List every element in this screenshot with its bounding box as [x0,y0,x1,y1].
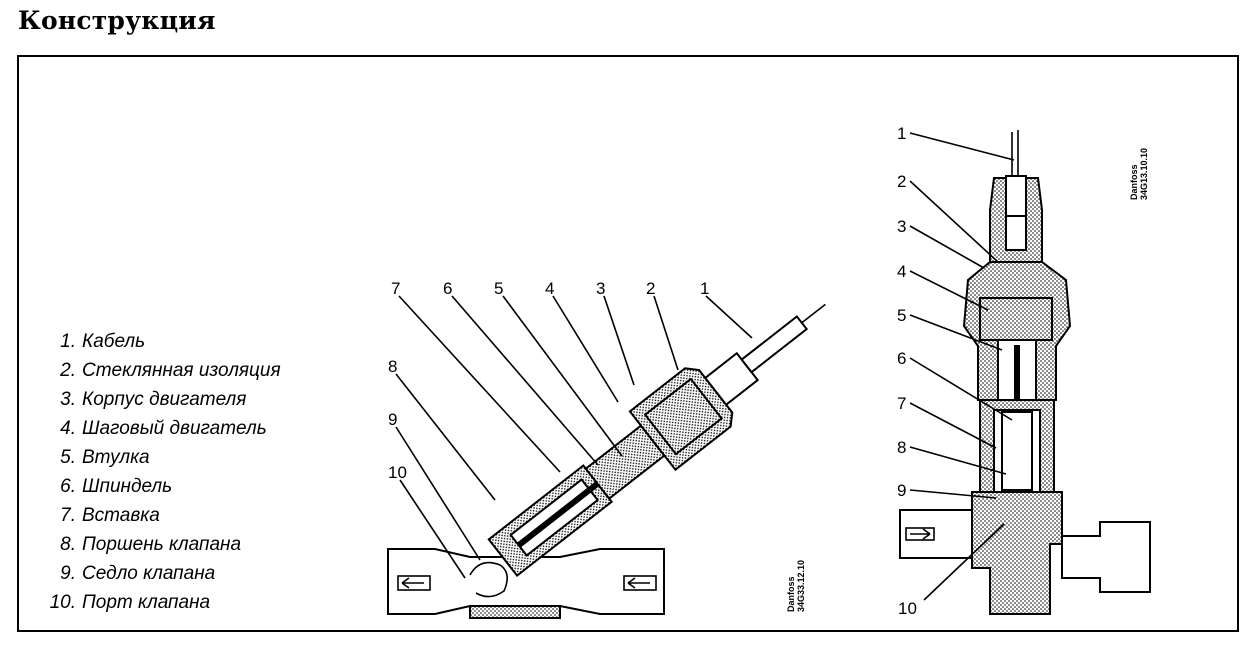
legend-number: 5. [60,447,76,468]
legend-label: Порт клапана [82,592,211,613]
callout-number: 2 [897,172,906,191]
legend-item: 2. Стеклянная изоляция [48,356,281,385]
angled-valve-body-base [469,605,561,619]
callout-number: 7 [897,394,906,413]
straight-valve-body [971,491,1063,615]
legend-label: Шпиндель [82,476,173,497]
legend-label: Корпус двигателя [82,389,247,410]
callout-number: 6 [443,279,452,298]
straight-valve-stepper-motor [979,297,1053,341]
straight-valve-outlet-pipe [1061,521,1151,593]
legend-number: 2. [60,360,76,381]
legend-number: 10. [49,592,76,613]
straight-valve-cable-entry [1005,175,1027,217]
legend-number: 6. [60,476,76,497]
callout-number: 1 [700,279,709,298]
legend-label: Шаговый двигатель [82,418,267,439]
legend-label: Стеклянная изоляция [82,360,281,381]
angled-valve-drawing: 7 6 5 4 3 2 1 8 9 10 Danfoss 34G33.12.10 [387,279,826,619]
angled-valve-stepper-motor [643,377,724,456]
legend-item: 1. Кабель [48,327,281,356]
callout-number: 3 [897,217,906,236]
callout-number: 7 [391,279,400,298]
callout-number: 4 [545,279,554,298]
legend-item: 6. Шпиндель [48,472,281,501]
flow-arrow-icon [397,575,431,591]
callout-number: 8 [897,438,906,457]
legend-number: 8. [60,534,76,555]
legend-item: 8. Поршень клапана [48,530,281,559]
legend-label: Седло клапана [82,563,216,584]
angled-valve-cable [740,315,809,374]
figure-brand: Danfoss [786,576,796,612]
straight-valve-piston [1001,411,1033,491]
figure-brand: Danfoss [1129,164,1139,200]
figure-frame [17,55,1239,632]
flow-arrow-icon [623,575,657,591]
legend-label: Втулка [82,447,150,468]
legend-item: 9. Седло клапана [48,559,281,588]
callout-number: 3 [596,279,605,298]
callout-number: 6 [897,349,906,368]
page-title: Конструкция [18,6,216,35]
legend-number: 7. [60,505,76,526]
angled-valve-seat [469,561,508,598]
legend-item: 7. Вставка [48,501,281,530]
legend-item: 3. Корпус двигателя [48,385,281,414]
straight-valve-cable [1011,130,1019,178]
callout-number: 5 [494,279,503,298]
legend-item: 4. Шаговый двигатель [48,414,281,443]
callout-number: 8 [388,357,397,376]
callout-number: 9 [388,410,397,429]
callout-number: 1 [897,124,906,143]
callout-number: 5 [897,306,906,325]
legend-item: 10. Порт клапана [48,588,281,617]
callout-number: 2 [646,279,655,298]
flow-arrow-icon [905,527,935,541]
legend-label: Поршень клапана [82,534,242,555]
callout-number: 10 [388,463,407,482]
legend-label: Кабель [82,331,146,352]
figure-code: 34G33.12.10 [796,560,806,612]
callout-number: 4 [897,262,906,281]
figure-code: 34G13.10.10 [1139,148,1149,200]
legend-list: 1. Кабель 2. Стеклянная изоляция 3. Корпус … [48,327,281,617]
straight-valve-glass-insulation [989,177,1043,263]
straight-valve-drawing: 1 2 3 4 5 6 7 8 9 10 Danfoss 34G13.10.10 [897,124,1151,618]
legend-number: 3. [60,389,76,410]
legend-number: 9. [60,563,76,584]
legend-label: Вставка [82,505,160,526]
callout-number: 9 [897,481,906,500]
callout-number: 10 [898,599,917,618]
legend-item: 5. Втулка [48,443,281,472]
legend-number: 4. [60,418,76,439]
legend-number: 1. [60,331,76,352]
